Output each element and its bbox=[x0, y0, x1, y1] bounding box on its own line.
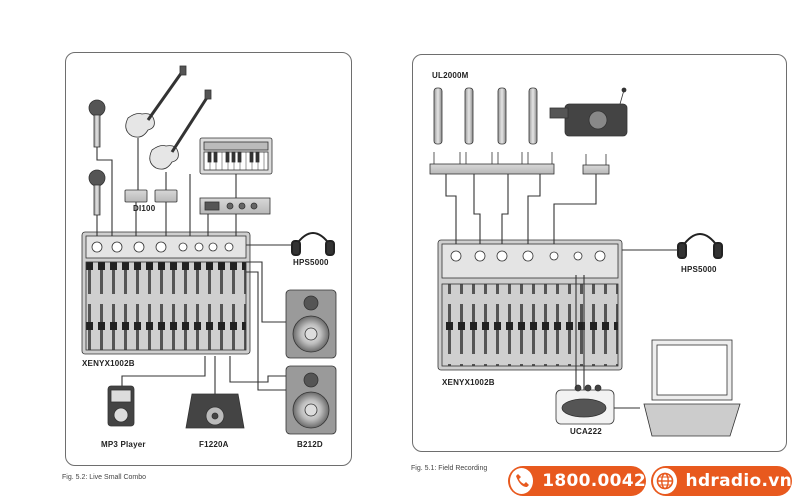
keyboard-icon bbox=[199, 137, 273, 175]
microphone-icon bbox=[88, 169, 106, 216]
wireless-receiver-icon bbox=[429, 152, 555, 175]
mixer-label: XENYX1002B bbox=[82, 359, 135, 368]
interface-label: UCA222 bbox=[570, 427, 602, 436]
microphone-icon bbox=[88, 99, 106, 148]
mixer-label: XENYX1002B bbox=[442, 378, 495, 387]
speaker-icon bbox=[285, 289, 337, 359]
phone-number: 1800.0042 bbox=[542, 471, 646, 491]
headphones-icon bbox=[291, 232, 335, 256]
phone-icon bbox=[510, 468, 534, 494]
mixer-icon bbox=[81, 231, 251, 355]
left-diagram-caption: Fig. 5.2: Live Small Combo bbox=[62, 474, 147, 481]
right-diagram-caption: Fig. 5.1: Field Recording bbox=[411, 465, 488, 472]
di-box-label: DI100 bbox=[133, 204, 156, 213]
cables bbox=[445, 174, 678, 409]
headphones-label: HPS5000 bbox=[293, 258, 329, 267]
amplifier-label: F1220A bbox=[199, 440, 229, 449]
mp3-player-icon bbox=[107, 385, 135, 427]
globe-icon bbox=[653, 468, 677, 494]
electric-guitar-icon bbox=[125, 65, 187, 138]
amplifier-icon bbox=[185, 393, 245, 429]
phone-badge[interactable]: 1800.0042 bbox=[508, 466, 646, 496]
website-text: hdradio.vn bbox=[685, 471, 792, 491]
mp3-player-label: MP3 Player bbox=[101, 440, 146, 449]
wireless-receiver-icon bbox=[582, 154, 610, 175]
bass-guitar-icon bbox=[149, 89, 212, 170]
audio-interface-icon bbox=[555, 384, 615, 425]
website-badge[interactable]: hdradio.vn bbox=[651, 466, 792, 496]
di-box-icon bbox=[124, 189, 178, 203]
wireless-microphone-icon bbox=[433, 87, 538, 145]
video-camera-icon bbox=[549, 87, 628, 137]
headphones-label: HPS5000 bbox=[681, 265, 717, 274]
microphones-label: UL2000M bbox=[432, 71, 469, 80]
speaker-label: B212D bbox=[297, 440, 323, 449]
effects-processor-icon bbox=[199, 197, 271, 215]
cables bbox=[96, 138, 292, 394]
laptop-icon bbox=[643, 339, 741, 437]
mixer-icon bbox=[437, 239, 623, 371]
speaker-icon bbox=[285, 365, 337, 435]
headphones-icon bbox=[677, 233, 723, 259]
